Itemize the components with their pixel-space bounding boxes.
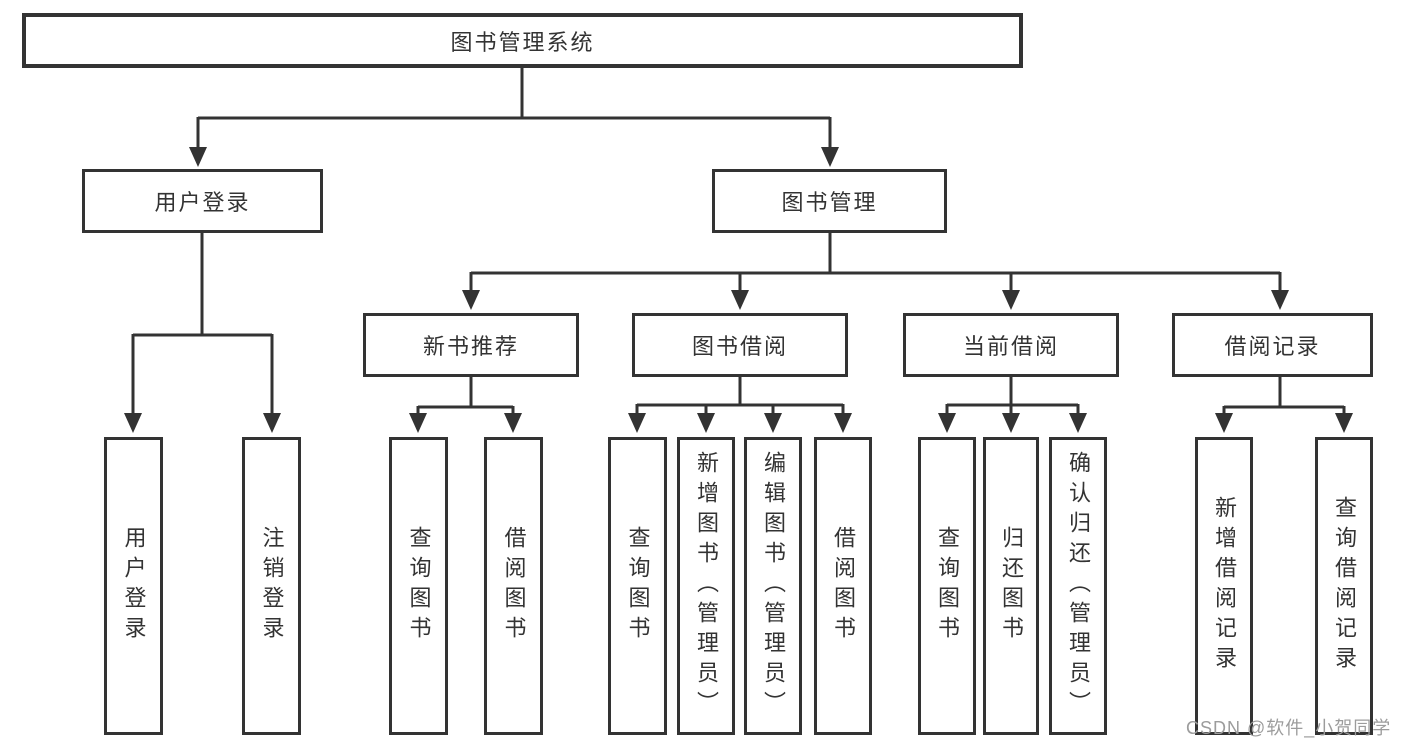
node-label: 当前借阅 [962,334,1059,359]
node-book-management: 图书管理 [712,169,947,233]
node-label: 借阅记录 [1224,334,1321,359]
leaf-recommend-query-books: 查询图书 [389,437,448,735]
leaf-user-login: 用户登录 [104,437,163,735]
leaf-label: 查询图书 [625,526,651,646]
node-label: 图书管理系统 [450,29,595,55]
leaf-logout: 注销登录 [242,437,301,735]
node-borrowing-records: 借阅记录 [1172,313,1373,377]
leaf-return-books: 归还图书 [983,437,1039,735]
csdn-watermark: CSDN @软件_小贺同学 [1186,718,1392,738]
leaf-confirm-return-admin: 确认归还（管理员） [1049,437,1107,735]
node-label: 图书借阅 [691,334,788,359]
leaf-add-books-admin: 新增图书（管理员） [677,437,735,735]
node-user-login: 用户登录 [82,169,323,233]
leaf-label: 借阅图书 [831,526,856,646]
leaf-label: 新增图书（管理员） [694,451,719,721]
node-current-borrowing: 当前借阅 [903,313,1119,377]
node-label: 图书管理 [781,190,878,215]
node-library-management-system: 图书管理系统 [22,13,1023,68]
arrowheads [124,147,1353,433]
leaf-label: 查询图书 [406,526,432,646]
leaf-label: 归还图书 [999,526,1024,646]
leaf-label: 确认归还（管理员） [1066,451,1091,721]
leaf-label: 新增借阅记录 [1212,496,1237,676]
node-label: 用户登录 [154,190,251,215]
leaf-label: 用户登录 [121,526,147,646]
leaf-edit-books-admin: 编辑图书（管理员） [744,437,802,735]
leaf-label: 编辑图书（管理员） [761,451,786,721]
node-new-book-recommendation: 新书推荐 [363,313,579,377]
leaf-label: 注销登录 [259,526,285,646]
leaf-recommend-borrow-books: 借阅图书 [484,437,543,735]
leaf-label: 查询图书 [935,526,960,646]
leaf-add-borrow-record: 新增借阅记录 [1195,437,1253,735]
leaf-label: 查询借阅记录 [1332,496,1357,676]
leaf-borrow-books: 借阅图书 [814,437,872,735]
leaf-query-borrow-record: 查询借阅记录 [1315,437,1373,735]
leaf-label: 借阅图书 [501,526,527,646]
leaf-borrow-query-books: 查询图书 [608,437,667,735]
node-book-borrowing: 图书借阅 [632,313,848,377]
node-label: 新书推荐 [422,334,519,359]
leaf-current-query-books: 查询图书 [918,437,976,735]
